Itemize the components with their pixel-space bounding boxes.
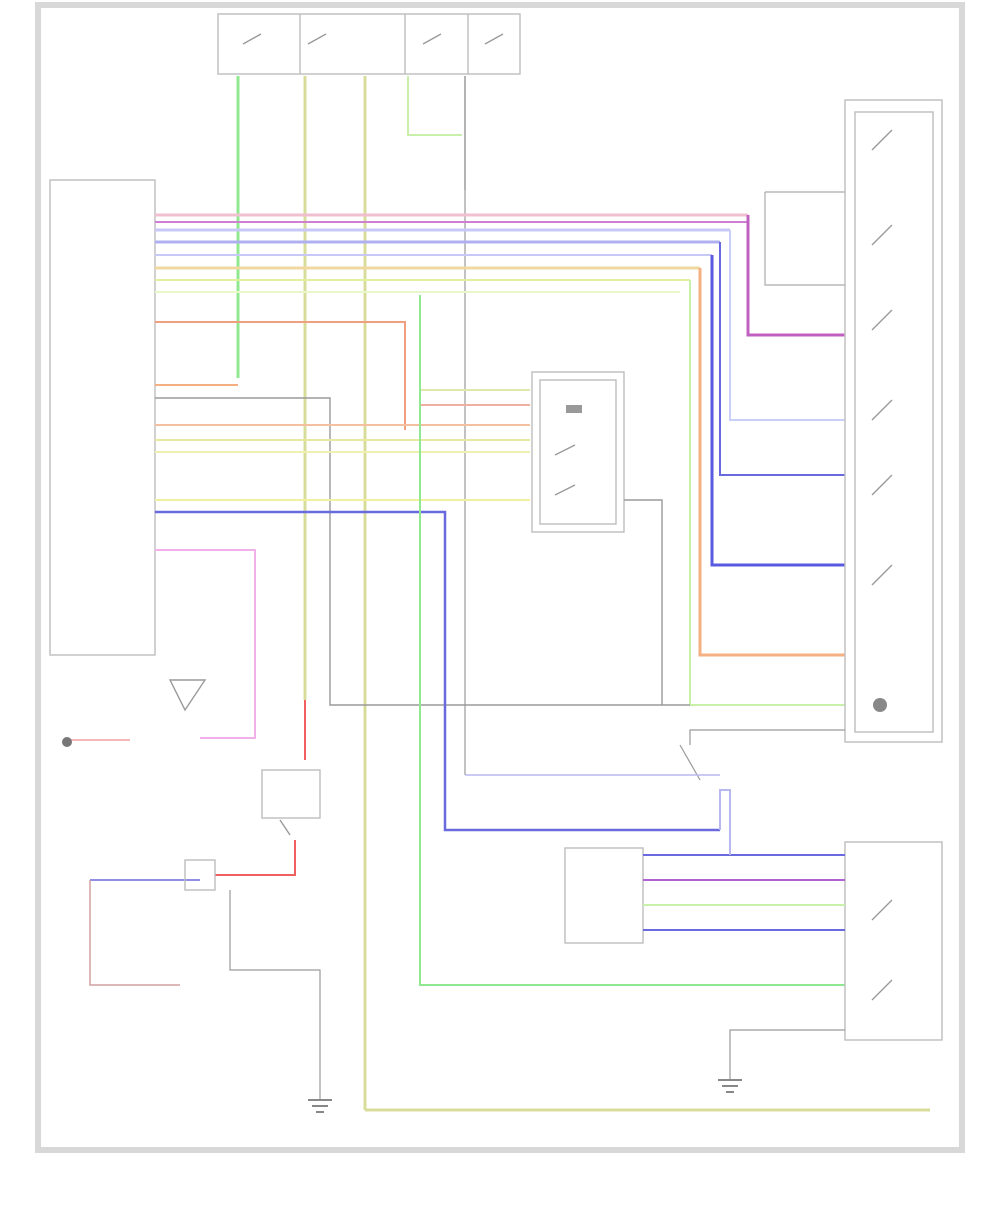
control-unit (49, 179, 156, 656)
fuse-block (217, 13, 521, 75)
ground (308, 1099, 332, 1113)
mirror-motor-block (844, 841, 943, 1041)
ground-right (718, 1079, 742, 1093)
power-relay (261, 769, 321, 836)
diagram-frame (35, 2, 965, 1153)
door-mirror-right (844, 99, 943, 743)
connector-block (564, 847, 644, 944)
mirror-switch (531, 371, 625, 533)
door-mirror-left (62, 679, 207, 747)
wire-jumper (407, 76, 462, 136)
